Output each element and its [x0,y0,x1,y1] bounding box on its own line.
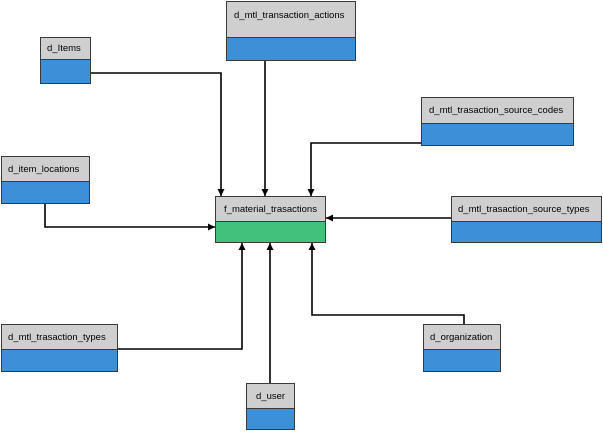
entity-d-user-title: d_user [247,384,294,409]
entity-d-items[interactable]: d_Items [40,37,91,84]
edge-source-codes [307,142,421,196]
entity-d-mtl-trasaction-types[interactable]: d_mtl_trasaction_types [1,324,118,372]
entity-d-mtl-trasaction-source-types-title: d_mtl_trasaction_source_types [452,197,601,222]
entity-d-user[interactable]: d_user [246,383,295,430]
edge-organization [308,243,465,324]
entity-d-mtl-trasaction-source-codes[interactable]: d_mtl_trasaction_source_codes [421,97,574,146]
entity-d-organization[interactable]: d_organization [423,324,501,372]
entity-d-items-title: d_Items [41,38,90,60]
entity-d-mtl-trasaction-source-types[interactable]: d_mtl_trasaction_source_types [451,196,602,243]
edge-trans-types [118,243,246,350]
edge-item-locations [44,204,215,231]
entity-f-material-trasactions[interactable]: f_material_trasactions [215,196,326,243]
entity-d-item-locations-title: d_item_locations [2,157,89,182]
entity-d-mtl-trasaction-types-title: d_mtl_trasaction_types [2,325,117,350]
entity-f-material-trasactions-title: f_material_trasactions [216,197,325,222]
entity-d-organization-title: d_organization [424,325,500,350]
entity-d-item-locations[interactable]: d_item_locations [1,156,90,204]
edge-d-items [91,72,225,196]
entity-d-mtl-transaction-actions-title: d_mtl_transaction_actions [227,2,355,38]
entity-d-mtl-transaction-actions[interactable]: d_mtl_transaction_actions [226,1,356,61]
entity-d-mtl-trasaction-source-codes-title: d_mtl_trasaction_source_codes [422,98,573,124]
